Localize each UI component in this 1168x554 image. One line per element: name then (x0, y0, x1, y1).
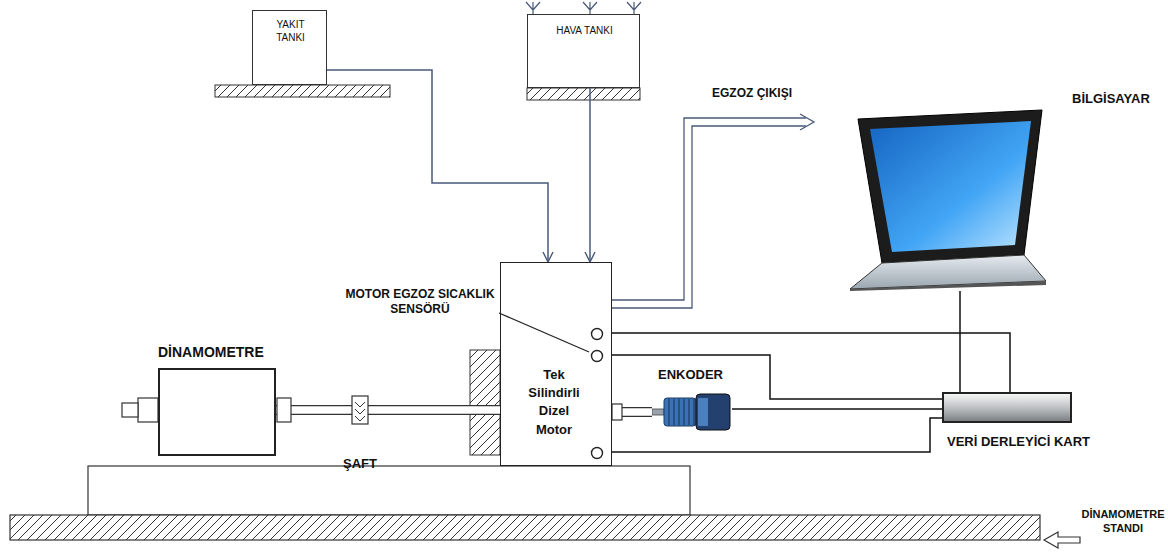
wire-line (327, 70, 548, 262)
shaft-connector (276, 410, 500, 411)
stand-pointer-arrow (1044, 532, 1080, 548)
node-label: Tek Silindirli Dizel Motor (519, 366, 589, 439)
node-label: VERİ DERLEYİCİ KART (947, 434, 1090, 450)
fuel-tank: YAKIT TANKI (252, 10, 327, 85)
node-label: YAKIT TANKI (263, 19, 318, 44)
air-tank-base (527, 88, 640, 100)
diesel-engine: Tek Silindirli Dizel Motor (500, 262, 612, 466)
data-acquisition-card: VERİ DERLEYİCİ KART (942, 392, 1072, 423)
dyno-right-stub (277, 398, 291, 422)
node-label: BİLGİSAYAR (1072, 91, 1150, 107)
stand-label: DİNAMOMETRE STANDI (1080, 508, 1166, 536)
air-intake-vents (526, 2, 641, 14)
wire-line (959, 291, 961, 392)
dyno-left-stub (138, 398, 158, 422)
sensor-label: MOTOR EGZOZ SICAKLIK SENSÖRÜ (345, 287, 495, 317)
sensor-leader-line (499, 313, 589, 352)
wire-line (732, 408, 942, 410)
node-label: DİNAMOMETRE (158, 344, 264, 362)
wire-connector (960, 291, 961, 392)
exhaust-pipe (612, 114, 814, 308)
computer: BİLGİSAYAR (848, 105, 1048, 291)
shaft-label: ŞAFT (343, 456, 377, 472)
wire-connector (612, 333, 1010, 392)
air-tank: HAVA TANKI (527, 14, 640, 88)
wire-connector (732, 409, 942, 410)
exhaust-outlet-label: EGZOZ ÇIKIŞI (712, 86, 792, 101)
shaft-outline (276, 405, 500, 415)
wire-line (612, 333, 1010, 392)
stand-base (10, 515, 1040, 540)
wire-line (589, 88, 591, 262)
node-label: ENKODER (658, 367, 723, 383)
dynamometer: DİNAMOMETRE (158, 368, 276, 456)
laptop-drawing (848, 105, 1048, 291)
engine-right-stub (612, 404, 622, 420)
wire-connector (612, 418, 942, 452)
shaft-coupling (352, 396, 368, 424)
wire-connector (590, 88, 591, 262)
encoder-drawing (652, 392, 732, 432)
encoder: ENKODER (652, 392, 732, 432)
node-label: HAVA TANKI (534, 25, 635, 38)
shaft-core (276, 406, 500, 413)
fuel-tank-platform (215, 85, 390, 97)
wire-connector (327, 70, 548, 262)
wire-connector (612, 355, 942, 399)
engine-flange (470, 350, 500, 455)
wire-line (612, 418, 942, 452)
dyno-left-shaft (122, 403, 138, 417)
wire-line (612, 355, 942, 399)
upper-plate (88, 466, 690, 515)
